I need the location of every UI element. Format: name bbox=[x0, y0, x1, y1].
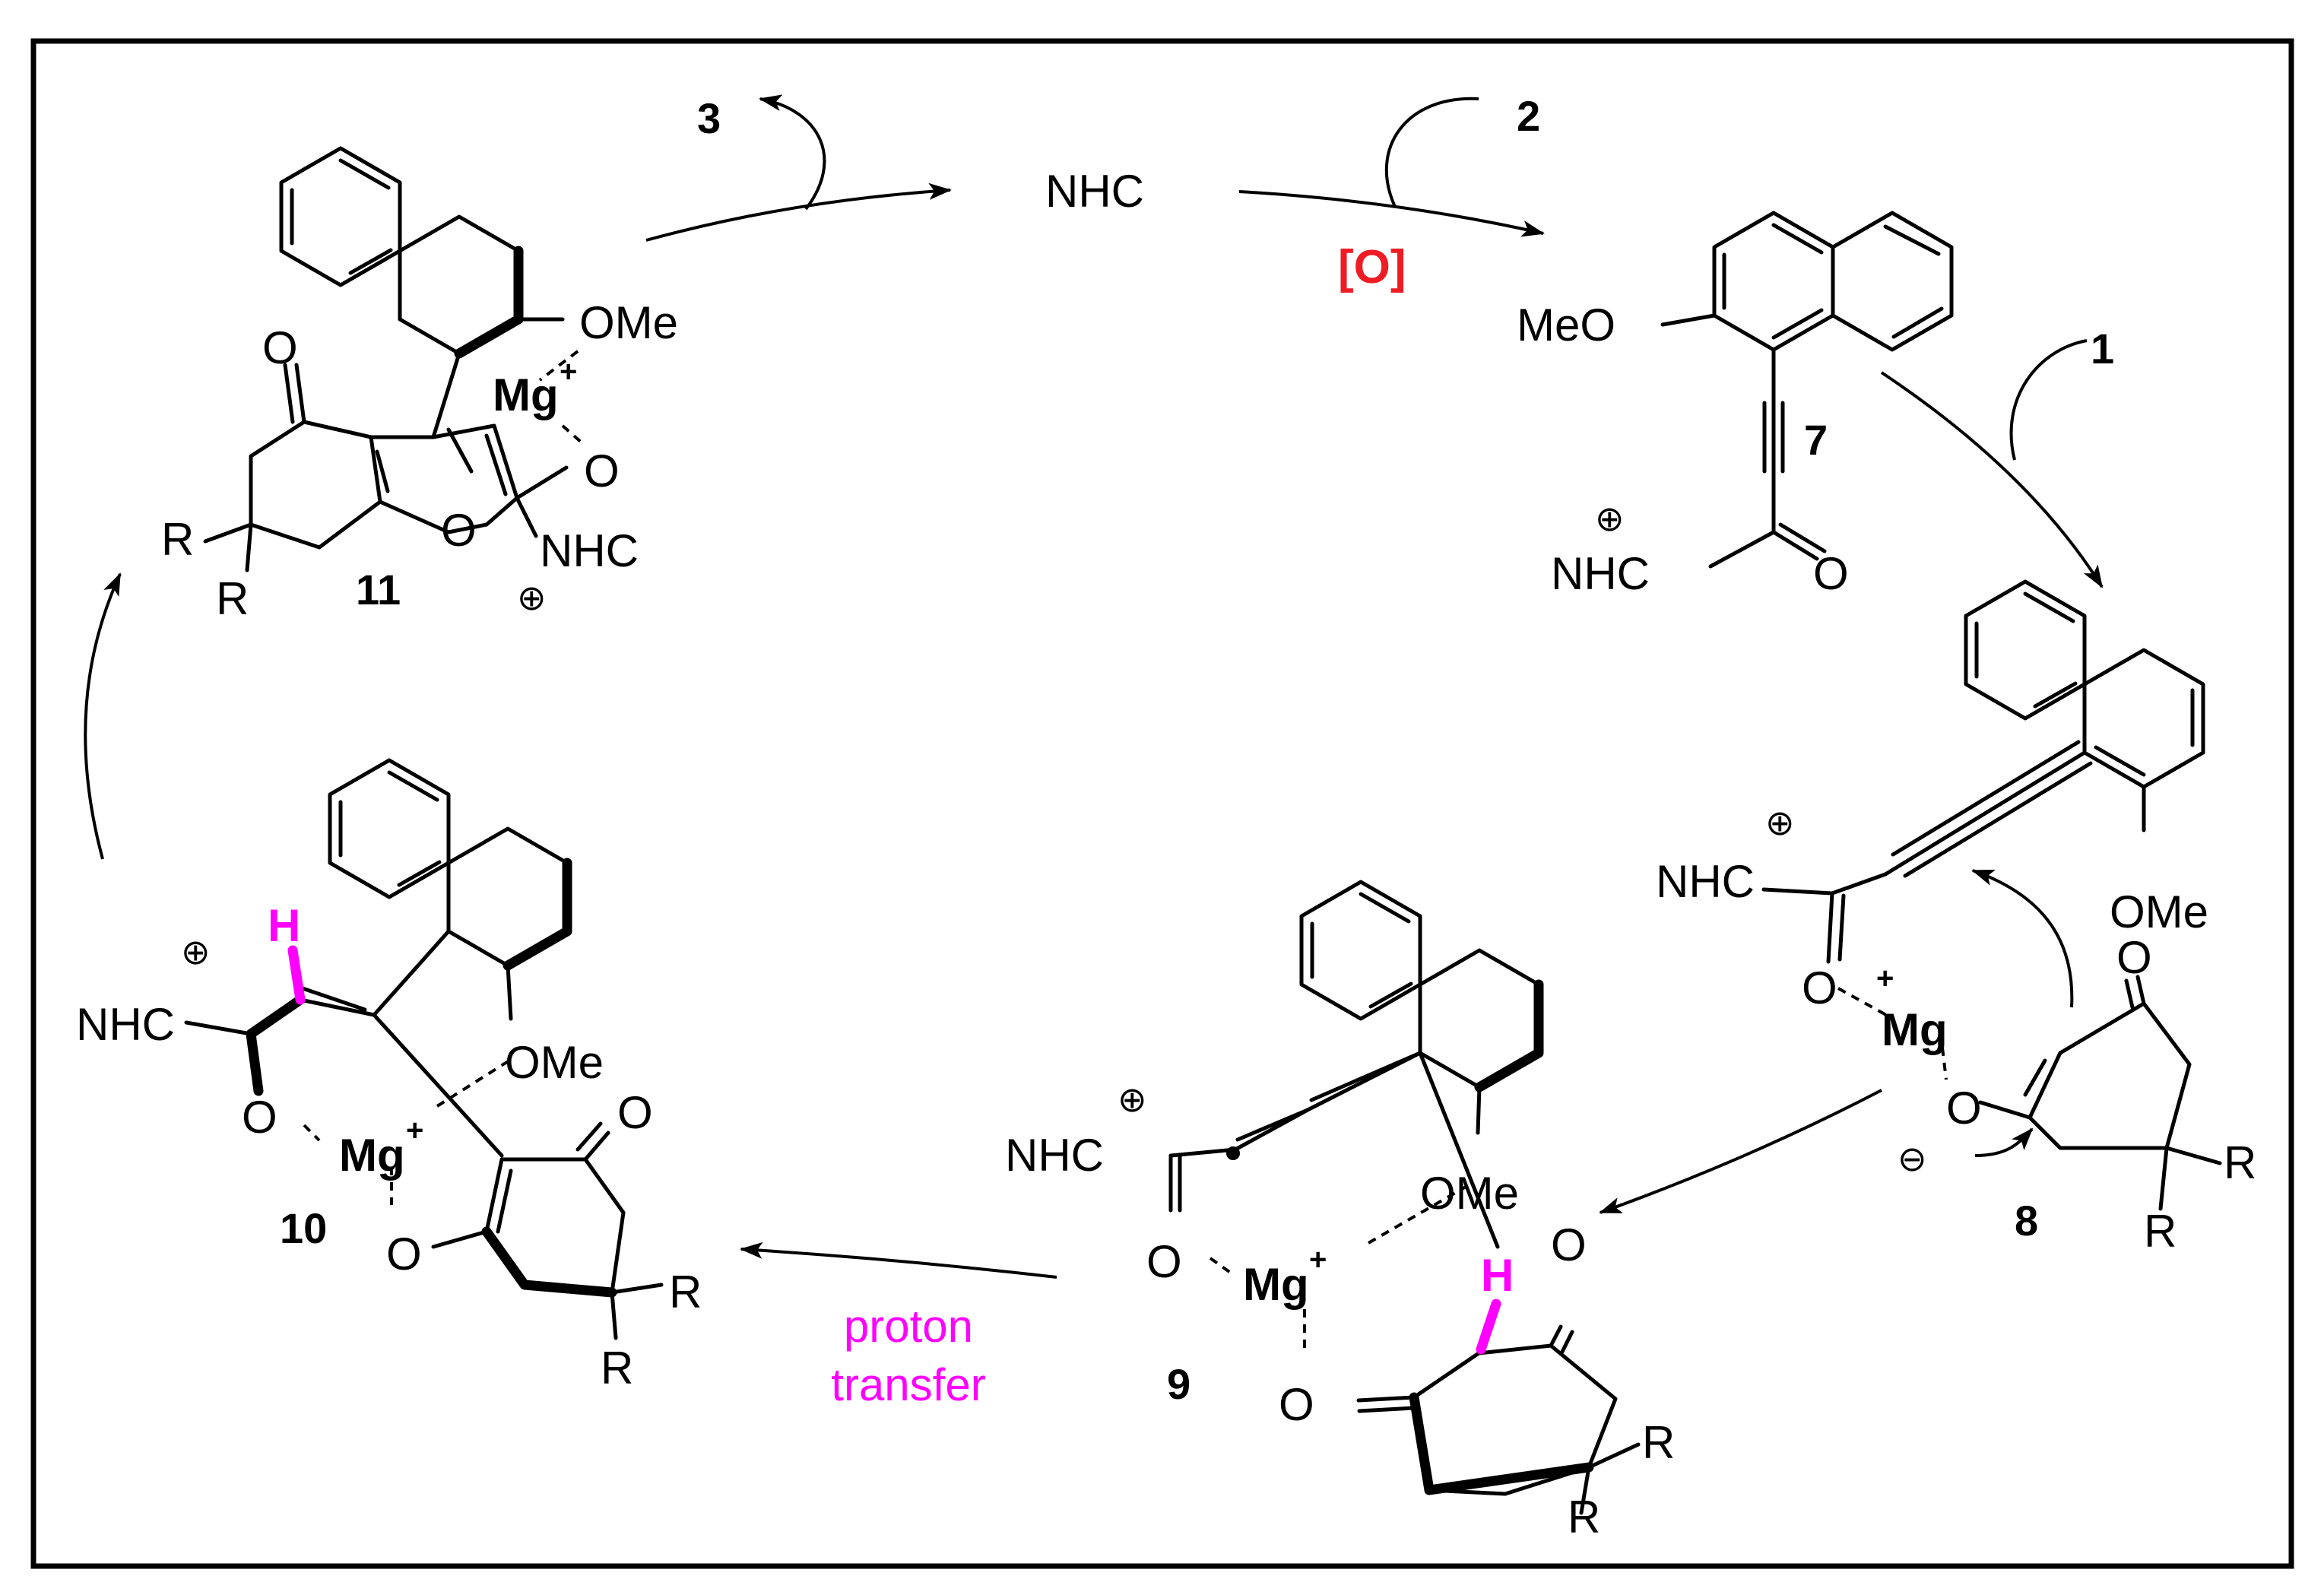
compound-10-naphthalene bbox=[328, 758, 569, 968]
arrow-10-to-11 bbox=[84, 572, 122, 860]
compound-9-r2: R bbox=[1568, 1492, 1600, 1543]
arrow-8-to-9 bbox=[1599, 1089, 1882, 1214]
compound-10-ketone-oxygen: O bbox=[617, 1087, 653, 1138]
compound-8-naphthalene bbox=[1964, 579, 2205, 789]
compound-7-charge: ⊕ bbox=[1595, 499, 1625, 538]
arrow-9-to-10 bbox=[740, 1241, 1057, 1279]
compound-10-mg-charge: + bbox=[406, 1114, 423, 1147]
compound-11-ketone-oxygen: O bbox=[262, 322, 298, 373]
compound-8-mg-charge: + bbox=[1876, 962, 1894, 995]
compound-8-enolate-oxygen: O bbox=[1946, 1083, 1982, 1134]
compound-11-oxygen-minus: O bbox=[584, 446, 620, 496]
proton-transfer-line2: transfer bbox=[831, 1359, 985, 1410]
arrow-7-to-8 bbox=[1880, 371, 2104, 588]
compound-8-nhc: NHC bbox=[1656, 856, 1755, 907]
compound-11-mg-charge: + bbox=[560, 355, 577, 388]
compound-10-enolate-oxygen: O bbox=[386, 1229, 422, 1279]
compound-9-number: 9 bbox=[1167, 1360, 1191, 1408]
compound-11-r2: R bbox=[216, 573, 249, 624]
compound-9-ome: OMe bbox=[1420, 1168, 1519, 1219]
compound-11-nhc: NHC bbox=[540, 525, 639, 576]
compound-10-number: 10 bbox=[280, 1204, 327, 1252]
cycle-labels: 3 2 1 NHC [O] proton transfer bbox=[697, 92, 2114, 1410]
compound-10-r1: R bbox=[669, 1267, 702, 1318]
compound-8-ketone-oxygen: O bbox=[2116, 932, 2152, 983]
compound-9-acyl-oxygen: O bbox=[1146, 1236, 1182, 1287]
compound-11-naphthalene bbox=[279, 146, 521, 356]
reagent-2-label: 2 bbox=[1517, 92, 1540, 140]
compound-8-r2: R bbox=[2144, 1206, 2177, 1257]
compound-11-ring-oxygen: O bbox=[441, 505, 477, 556]
compound-10: ⊕ H NHC OMe O Mg + O O 10 R R bbox=[76, 758, 702, 1394]
compound-8: ⊕ NHC OMe O + Mg O O ⊖ R R 8 bbox=[1656, 579, 2256, 1257]
release-3-curl bbox=[759, 94, 826, 211]
compound-9-r1: R bbox=[1642, 1417, 1675, 1468]
compound-7-number: 7 bbox=[1804, 416, 1828, 464]
compound-8-charge-neg: ⊖ bbox=[1898, 1139, 1927, 1178]
compound-8-number: 8 bbox=[2015, 1197, 2038, 1245]
compound-9-mg-charge: + bbox=[1309, 1243, 1327, 1276]
compound-10-mg: Mg bbox=[339, 1130, 405, 1181]
proton-transfer-line1: proton bbox=[844, 1301, 973, 1352]
compound-10-charge: ⊕ bbox=[181, 932, 211, 972]
arrow-11-to-nhc bbox=[645, 182, 952, 242]
addition-1-curl bbox=[2009, 339, 2088, 461]
compound-8-ome: OMe bbox=[2110, 886, 2208, 937]
compound-7-nhc: NHC bbox=[1551, 548, 1650, 599]
compound-10-r2: R bbox=[601, 1343, 633, 1394]
compound-11-number: 11 bbox=[356, 566, 401, 614]
compound-9-nhc: NHC bbox=[1005, 1130, 1104, 1181]
curly-arrow-8-enol-to-alkyne bbox=[1971, 869, 2074, 1008]
addition-2-curl bbox=[1384, 97, 1479, 208]
compound-9-ketone-oxygen-1: O bbox=[1551, 1219, 1587, 1270]
compound-10-nhc: NHC bbox=[76, 999, 175, 1050]
diagram-frame bbox=[30, 38, 2294, 1569]
compound-9-h: H bbox=[1481, 1250, 1514, 1301]
compound-11-mg: Mg bbox=[493, 369, 559, 420]
compound-9-charge: ⊕ bbox=[1118, 1080, 1147, 1119]
catalyst-nhc-label: NHC bbox=[1045, 166, 1144, 217]
compound-11: O OMe Mg + O O NHC ⊕ R R 11 bbox=[161, 146, 678, 624]
compound-8-mg: Mg bbox=[1882, 1004, 1948, 1055]
cycle-arrows bbox=[84, 94, 2104, 1279]
oxidant-label: [O] bbox=[1338, 241, 1406, 293]
compound-8-r1: R bbox=[2224, 1137, 2256, 1188]
compound-8-alkyne bbox=[1883, 740, 2093, 878]
compound-9: ⊕ NHC OMe O Mg + H O O R R 9 bbox=[1005, 880, 1675, 1543]
compound-7-naphthalene bbox=[1712, 211, 1954, 352]
compound-7-meo: MeO bbox=[1517, 300, 1615, 350]
compound-11-r1: R bbox=[161, 514, 194, 565]
compound-11-charge: ⊕ bbox=[517, 578, 547, 617]
compound-9-mg: Mg bbox=[1243, 1259, 1309, 1310]
compound-10-ome: OMe bbox=[505, 1037, 604, 1088]
compound-8-charge-pos: ⊕ bbox=[1765, 803, 1795, 842]
compound-10-h: H bbox=[268, 900, 300, 951]
reagent-3-label: 3 bbox=[697, 94, 721, 142]
compound-10-acyl-oxygen: O bbox=[242, 1092, 277, 1143]
compound-7-alkyne bbox=[1762, 385, 1785, 489]
compound-7-oxygen: O bbox=[1813, 548, 1849, 599]
compound-8-acyl-oxygen: O bbox=[1802, 962, 1837, 1013]
compound-9-ketone-oxygen-2: O bbox=[1279, 1379, 1314, 1430]
reagent-1-label: 1 bbox=[2091, 325, 2114, 373]
curly-arrow-8-enolate bbox=[1974, 1127, 2034, 1157]
compound-11-ome: OMe bbox=[579, 297, 678, 348]
compound-7: MeO 7 ⊕ NHC O bbox=[1517, 211, 1954, 599]
